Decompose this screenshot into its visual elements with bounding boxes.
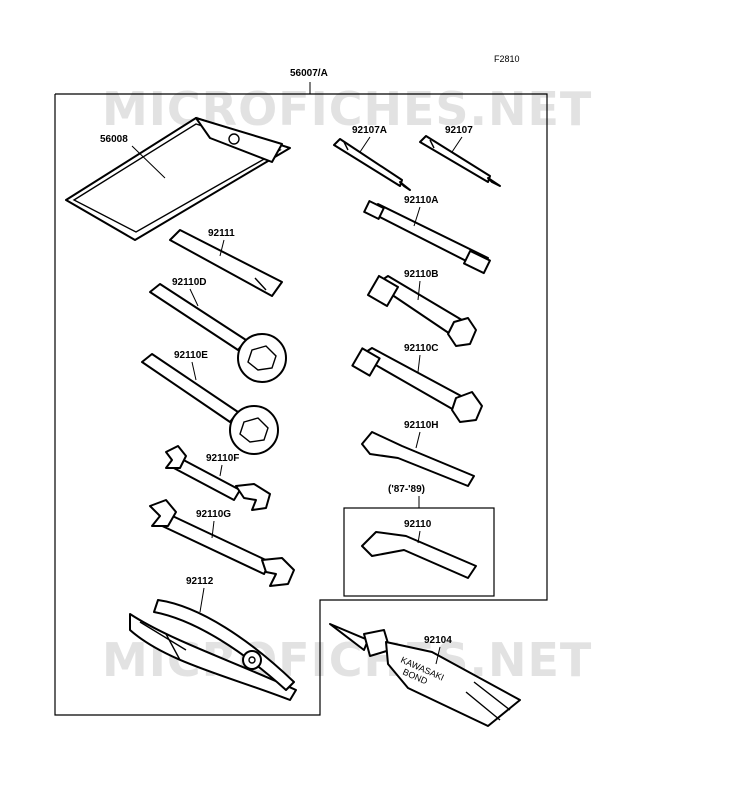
label-56008: 56008 <box>100 134 128 145</box>
label-92110d: 92110D <box>172 277 206 288</box>
label-92110e: 92110E <box>174 350 208 361</box>
variant-note: ('87-'89) <box>388 484 425 495</box>
label-92110h: 92110H <box>404 420 438 431</box>
box-wrench-92110c <box>351 347 483 423</box>
kit-part-number: 56007/A <box>290 68 328 79</box>
watermark-top: MICROFICHES.NET <box>102 82 592 136</box>
label-92110c: 92110C <box>404 343 438 354</box>
label-92110f: 92110F <box>206 453 239 464</box>
label-92104: 92104 <box>424 635 452 646</box>
tool-pouch <box>65 117 291 241</box>
figure-code: F2810 <box>494 54 520 64</box>
ring-wrench-92110d <box>149 283 287 383</box>
pliers-92112 <box>129 599 297 701</box>
open-wrench-92110g <box>149 499 295 587</box>
label-92112: 92112 <box>186 576 214 587</box>
box-wrench-92110b <box>366 274 477 347</box>
label-92110a: 92110A <box>404 195 438 206</box>
label-92110b: 92110B <box>404 269 438 280</box>
kit-frame <box>54 82 548 716</box>
hex-key-92110 <box>361 531 477 579</box>
label-92110g: 92110G <box>196 509 231 520</box>
screwdriver-92107a <box>333 138 411 191</box>
handle-92111 <box>169 229 283 297</box>
label-92111: 92111 <box>208 228 235 239</box>
wrench-92110a <box>363 200 491 275</box>
label-92110: 92110 <box>404 519 432 530</box>
label-92107: 92107 <box>445 125 473 136</box>
bond-tube-92104 <box>329 623 521 727</box>
hex-key-92110h <box>361 431 475 487</box>
ring-wrench-92110e <box>141 353 279 455</box>
label-92107a: 92107A <box>352 125 387 136</box>
screwdriver-92107 <box>419 135 501 187</box>
open-wrench-92110f <box>165 445 271 511</box>
